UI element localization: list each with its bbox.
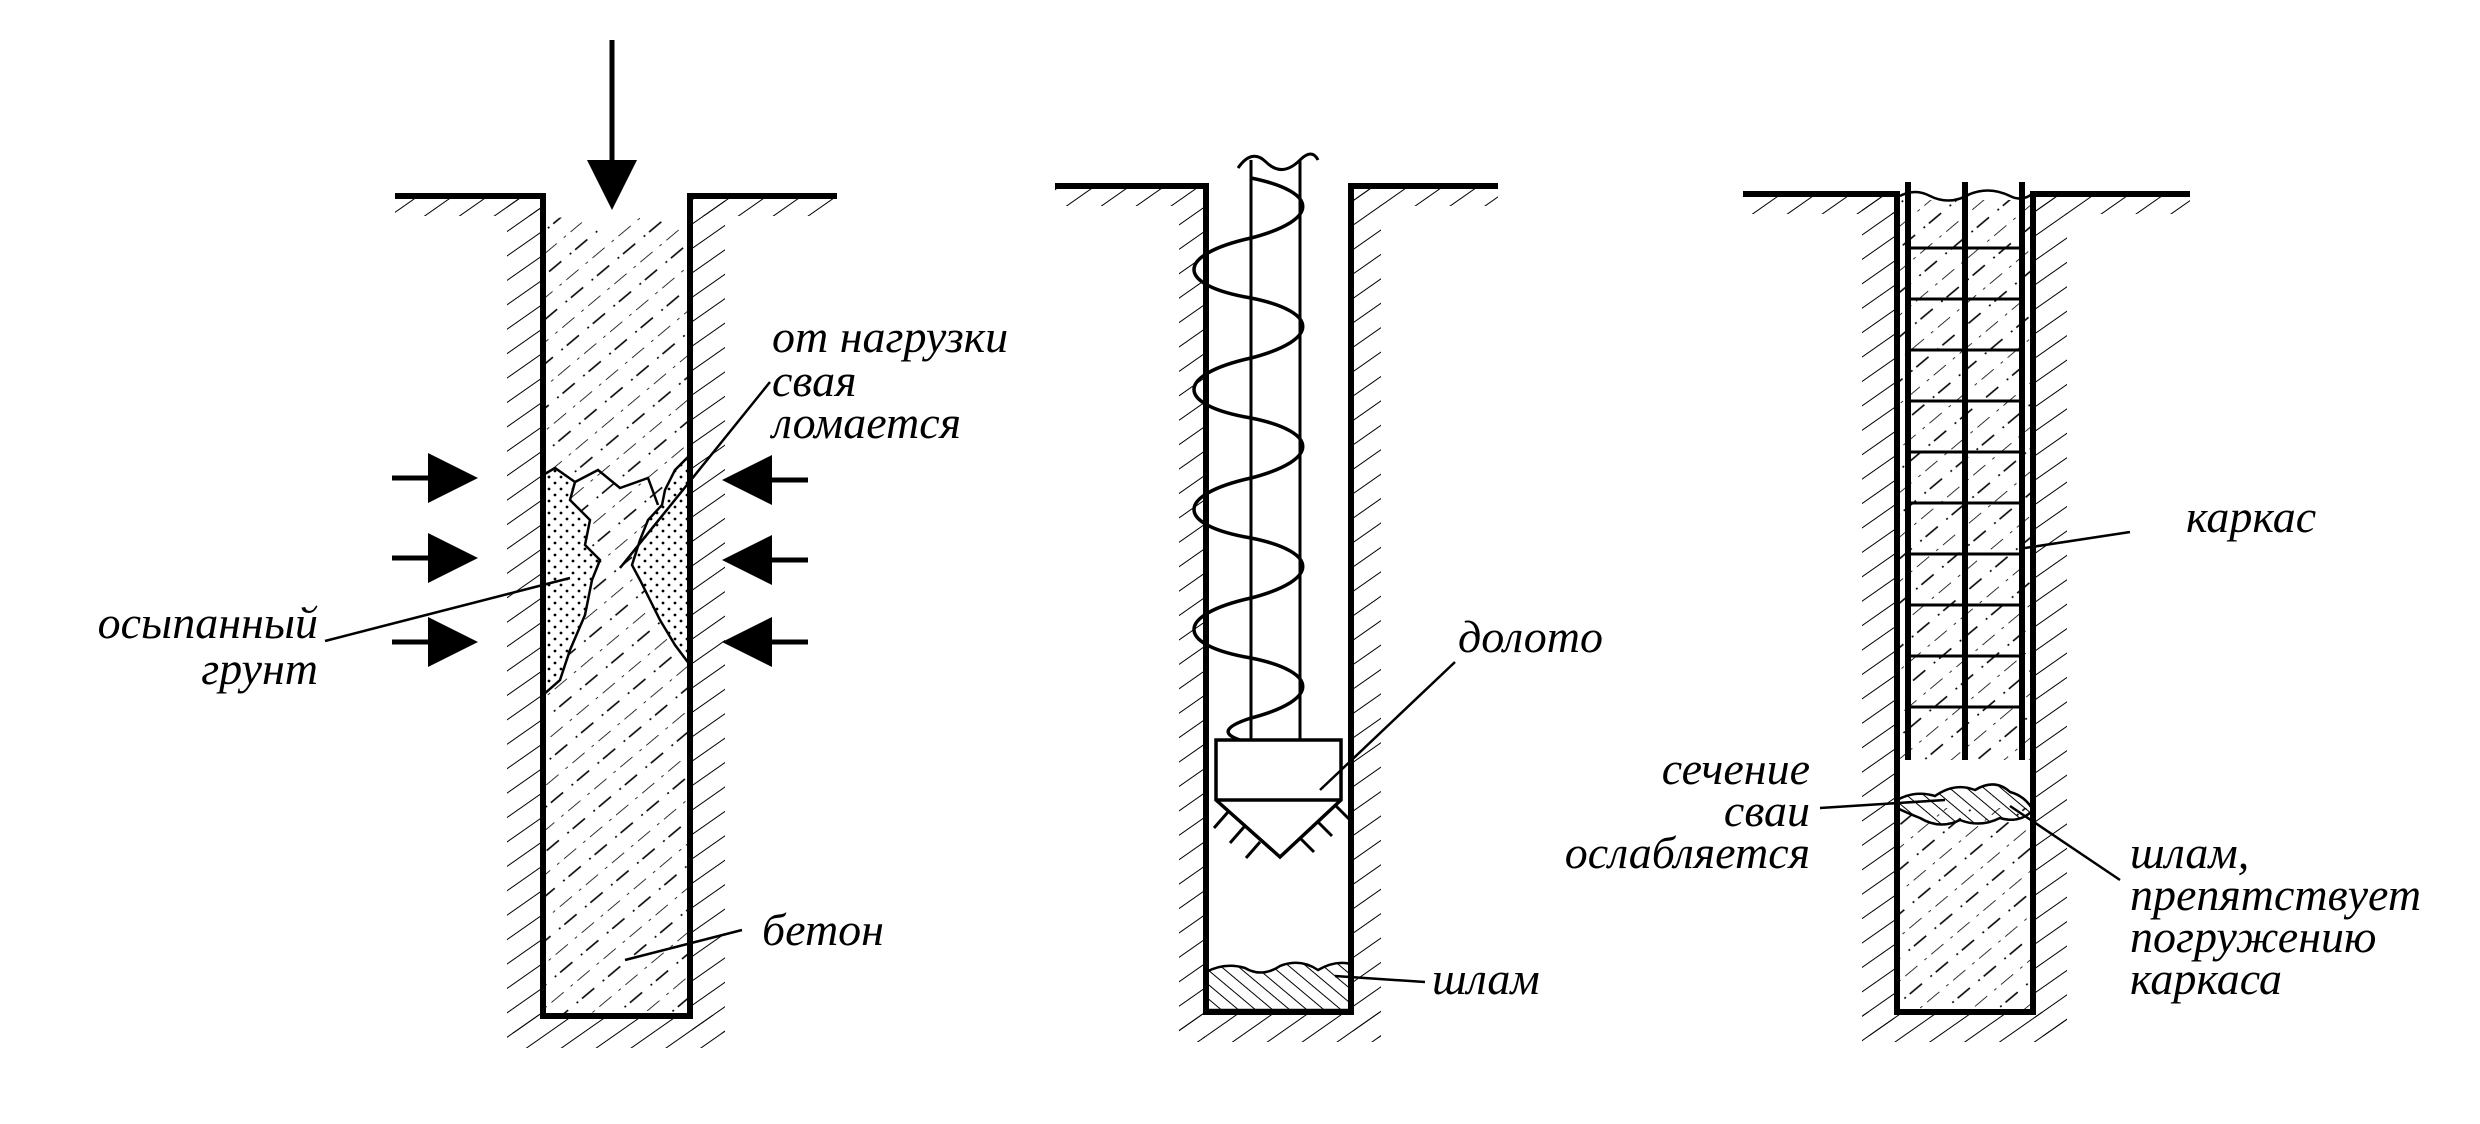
label-section-line3: ослабляется [1565, 827, 1810, 878]
label-break-line3: ломается [769, 397, 961, 448]
label-sludge-right-line1: шлам, [2130, 827, 2249, 878]
leader-bit [1319, 661, 1456, 791]
pile-crack-line [574, 468, 660, 506]
label-sludge-right-line4: каркаса [2130, 953, 2282, 1004]
label-sludge-right-line2: препятствует [2130, 869, 2421, 920]
label-cage: каркас [2186, 491, 2316, 542]
left-pile-walls [395, 193, 837, 1019]
label-sludge-middle: шлам [1432, 953, 1540, 1004]
label-break-line2: свая [772, 355, 856, 406]
label-bit: долото [1458, 611, 1603, 662]
left-concrete-fill [543, 215, 690, 1017]
middle-pile-walls [1055, 183, 1498, 1015]
label-concrete: бетон [762, 904, 884, 955]
label-break-line1: от нагрузки [772, 311, 1008, 362]
label-sludge-right-line3: погружению [2130, 911, 2376, 962]
leader-sludge-middle [1334, 974, 1426, 984]
label-soil-line2: грунт [201, 643, 318, 694]
drill-bit [1214, 738, 1343, 860]
right-pile-group: каркас сечение сваи ослабляется шлам, пр… [1565, 182, 2421, 1042]
label-soil-line1: осыпанный [98, 597, 318, 648]
middle-pile-group: долото шлам [1055, 152, 1603, 1042]
leader-soil [324, 576, 571, 643]
reinforcement-cage [1899, 182, 2033, 760]
label-section-line1: сечение [1662, 743, 1810, 794]
right-pile-walls [1743, 191, 2190, 1015]
middle-sludge [1204, 961, 1353, 1012]
soil-pressure-arrows [392, 453, 808, 667]
middle-ground-hatching [1055, 188, 1498, 1042]
drill-bit-teeth [1212, 804, 1352, 859]
leader-cage [2024, 530, 2131, 550]
leader-section [1819, 798, 1946, 810]
left-ground-hatching [395, 198, 837, 1048]
leader-sludge-right [2009, 804, 2121, 882]
drill-rod [1236, 152, 1320, 740]
leader-concrete [624, 928, 743, 962]
auger-spiral [1192, 176, 1305, 742]
cage-hoops [1908, 246, 2022, 709]
left-pile-group: от нагрузки свая ломается осыпанный грун… [98, 40, 1008, 1048]
leader-break [619, 381, 771, 569]
right-ground-hatching [1743, 196, 2190, 1042]
label-section-line2: сваи [1724, 785, 1810, 836]
